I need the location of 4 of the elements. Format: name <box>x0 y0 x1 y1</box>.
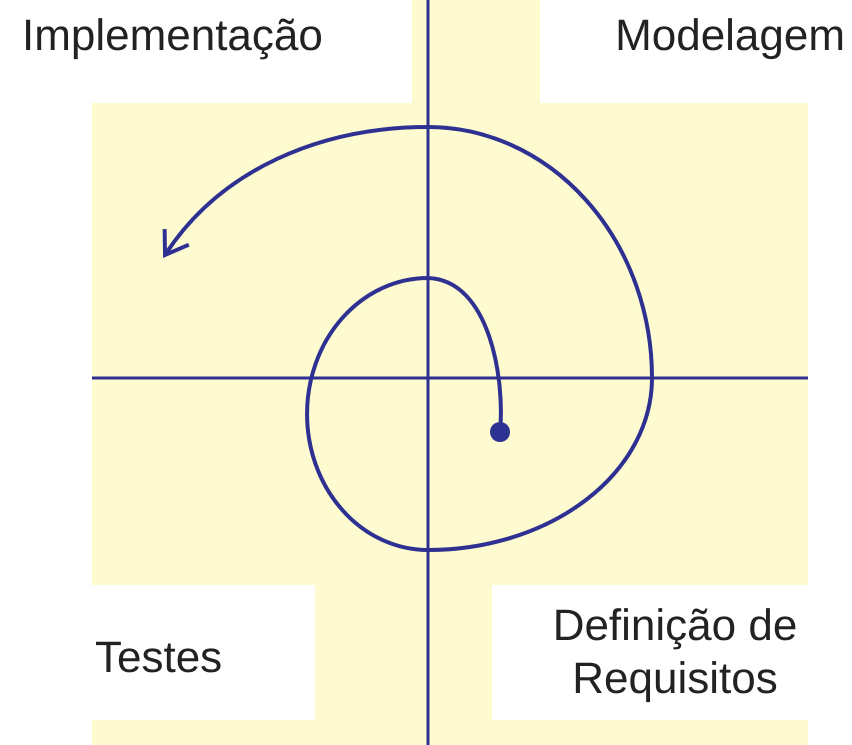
quadrant-label: Implementação <box>22 10 324 62</box>
quadrant-label: Testes <box>95 632 224 684</box>
quadrant-label: Definição de Requisitos <box>552 600 798 705</box>
quadrant-label: Modelagem <box>614 10 845 62</box>
